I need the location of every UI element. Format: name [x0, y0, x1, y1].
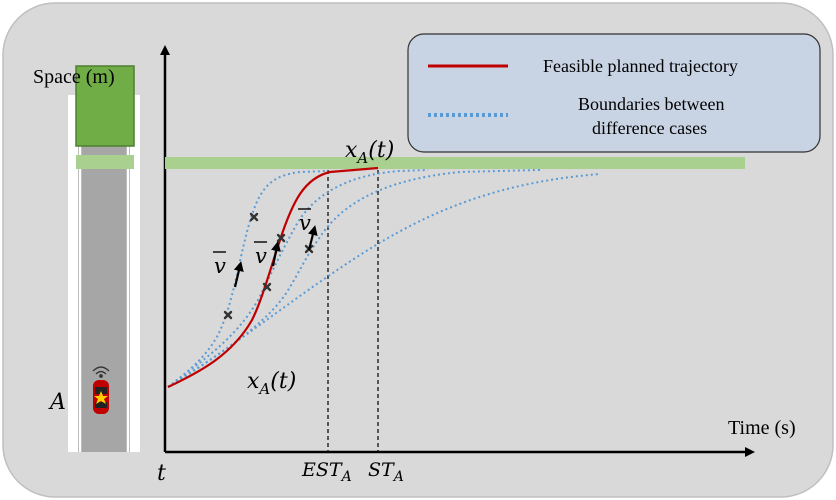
curve-label-top: xA(t) [345, 138, 394, 167]
legend-label-boundary-line2: difference cases [592, 118, 707, 138]
legend-box [407, 33, 821, 153]
destination-box [75, 65, 135, 147]
velocity-arrow [271, 241, 281, 267]
cross-marker [276, 233, 286, 243]
legend-label-boundary-line1: Boundaries between [578, 94, 724, 114]
cross-marker [249, 212, 259, 222]
road-strip [68, 65, 140, 452]
wireless-signal-icon [92, 366, 110, 378]
curve-label-bottom: xA(t) [247, 369, 296, 398]
boundary-curve-3 [167, 169, 541, 388]
target-space-band [165, 157, 745, 169]
cross-marker [262, 282, 272, 292]
velocity-label-2: v [255, 244, 267, 268]
origin-label: t [157, 461, 166, 486]
cross-marker [223, 310, 233, 320]
x-axis-label: Time (s) [728, 417, 796, 439]
velocity-label-3: v [299, 211, 311, 235]
boundary-curve-2 [167, 169, 429, 388]
legend-label-feasible: Feasible planned trajectory [543, 56, 738, 76]
y-axis-label: Space (m) [33, 66, 115, 88]
vehicle-label: A [48, 390, 66, 415]
velocity-label-1: v [214, 254, 226, 278]
boundary-curve-4 [167, 173, 601, 388]
velocity-arrow [233, 261, 244, 288]
tick-label-st: STA [368, 459, 404, 485]
legend: Feasible planned trajectory Boundaries b… [407, 33, 821, 153]
feasible-trajectory [167, 166, 379, 388]
velocity-arrow [307, 225, 318, 251]
road-target-band [76, 155, 134, 169]
car-icon [93, 380, 109, 414]
tick-label-est: ESTA [301, 459, 352, 485]
